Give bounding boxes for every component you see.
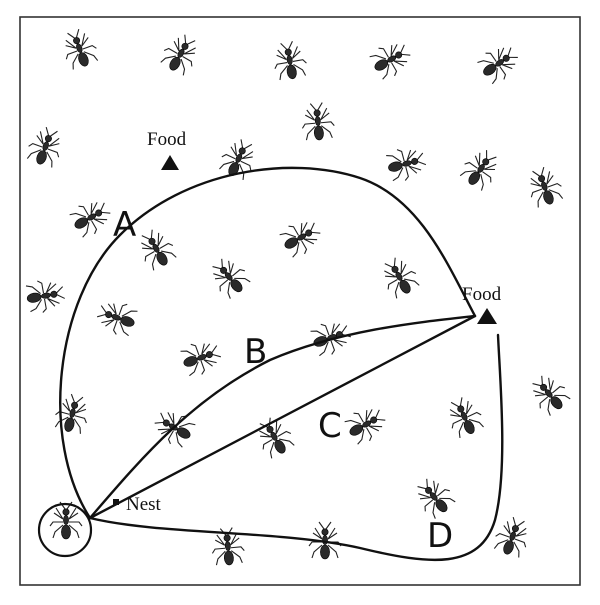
diagram-frame bbox=[19, 16, 581, 586]
ant-icon bbox=[57, 25, 102, 72]
nest-label: Nest bbox=[126, 494, 162, 515]
ant-icon bbox=[178, 335, 225, 380]
ant-icon bbox=[157, 29, 205, 79]
ant-icon bbox=[66, 193, 116, 241]
path-label-a: A bbox=[113, 205, 136, 245]
nest-square-icon bbox=[113, 499, 119, 505]
food-triangle-icon-left bbox=[161, 155, 179, 170]
nest-circle-icon bbox=[37, 502, 93, 558]
ant-icon bbox=[270, 38, 310, 83]
ant-icon bbox=[341, 400, 391, 448]
path-a bbox=[59, 166, 477, 520]
path-label-c: C bbox=[318, 406, 342, 446]
ant-icon bbox=[308, 315, 355, 360]
path-label-b: B bbox=[244, 332, 267, 372]
ant-icon bbox=[204, 251, 254, 302]
food-label-right: Food bbox=[462, 284, 502, 305]
ant-icon bbox=[93, 295, 140, 340]
ant-icon bbox=[375, 252, 423, 302]
ant-icon bbox=[23, 123, 68, 170]
ant-icon bbox=[383, 142, 430, 185]
ant-icon bbox=[250, 412, 298, 462]
ant-icon bbox=[524, 368, 574, 419]
ant-icon bbox=[490, 513, 535, 560]
ant-icon bbox=[276, 213, 326, 261]
food-triangle-icon-right bbox=[477, 308, 497, 324]
ant-icon bbox=[522, 163, 567, 210]
ant-icon bbox=[456, 143, 506, 194]
ant-icon bbox=[366, 35, 416, 83]
food-label-left: Food bbox=[147, 129, 187, 150]
path-c bbox=[88, 314, 477, 520]
ant-icon bbox=[215, 134, 262, 183]
path-d bbox=[88, 333, 504, 562]
path-b bbox=[88, 314, 477, 520]
path-label-d: D bbox=[427, 516, 453, 556]
ant-icon bbox=[299, 101, 336, 142]
ant-icon bbox=[132, 224, 180, 274]
ant-icon bbox=[409, 471, 459, 522]
ant-icon bbox=[23, 276, 68, 316]
ant-icon bbox=[474, 38, 525, 88]
ant-icon bbox=[441, 392, 488, 441]
ant-icon bbox=[51, 390, 94, 437]
